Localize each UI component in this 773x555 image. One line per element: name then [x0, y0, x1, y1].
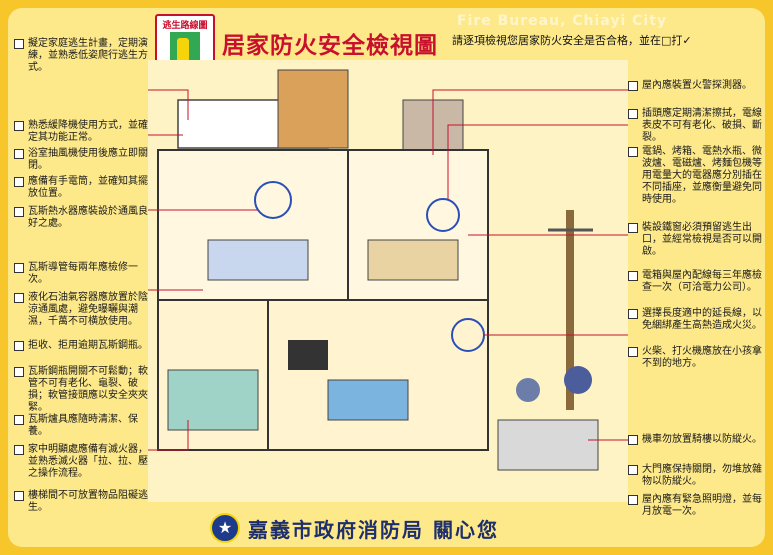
- checklist-item: 電箱與屋內配線每三年應檢查一次（可洽電力公司）。: [628, 270, 766, 294]
- checklist-item: 熟悉緩降機使用方式，並確定其功能正常。: [14, 120, 154, 144]
- utility-pole: [566, 210, 574, 410]
- leader-line: [432, 89, 628, 155]
- checklist-item: 裝設鐵窗必須預留逃生出口，並經常檢視是否可以開啟。: [628, 222, 766, 258]
- checklist-item-text: 電箱與屋內配線每三年應檢查一次（可洽電力公司）。: [642, 270, 762, 293]
- checklist-item-text: 樓梯間不可放置物品阻礙逃生。: [28, 490, 148, 513]
- checklist-item-text: 擬定家庭逃生計畫，定期演練，並熟悉低姿爬行逃生方式。: [28, 38, 148, 73]
- checklist-item: 擬定家庭逃生計畫，定期演練，並熟悉低姿爬行逃生方式。: [14, 38, 154, 74]
- checklist-item: 選擇長度適中的延長線，以免綑綁產生高熱造成火災。: [628, 308, 766, 332]
- checklist-item: 瓦斯熱水器應裝設於通風良好之處。: [14, 206, 154, 230]
- checklist-item: 樓梯間不可放置物品阻礙逃生。: [14, 490, 154, 514]
- checkbox[interactable]: [14, 445, 24, 455]
- checkbox[interactable]: [628, 309, 638, 319]
- leader-line: [148, 89, 189, 120]
- checkbox[interactable]: [14, 39, 24, 49]
- highlight-circle: [426, 198, 460, 232]
- checklist-item: 電鍋、烤箱、電熱水瓶、微波爐、電磁爐、烤麵包機等用電量大的電器應分別插在不同插座…: [628, 146, 766, 206]
- leader-line: [148, 420, 189, 451]
- firefighter: [564, 366, 592, 394]
- bathroom: [207, 239, 309, 281]
- checklist-item-text: 應備有手電筒，並確知其擺放位置。: [28, 176, 148, 199]
- checkbox[interactable]: [14, 121, 24, 131]
- checklist-item: 屋內應裝置火警探測器。: [628, 80, 766, 92]
- escape-route-sign-label: 逃生路線圖: [162, 21, 208, 31]
- checkbox[interactable]: [14, 293, 24, 303]
- highlight-circle: [254, 181, 292, 219]
- firefighter: [516, 378, 540, 402]
- television: [288, 340, 328, 370]
- checkbox[interactable]: [14, 207, 24, 217]
- checkbox[interactable]: [628, 347, 638, 357]
- checkbox[interactable]: [628, 223, 638, 233]
- checklist-item: 應備有手電筒，並確知其擺放位置。: [14, 176, 154, 200]
- sofa: [327, 379, 409, 421]
- checklist-item-text: 電鍋、烤箱、電熱水瓶、微波爐、電磁爐、烤麵包機等用電量大的電器應分別插在不同插座…: [642, 146, 762, 205]
- subtitle-text: 請逐項檢視您居家防火安全是否合格，並在□打✓: [452, 34, 692, 47]
- checklist-item: 家中明顯處應備有滅火器，並熟悉滅火器「拉、拉、壓」之操作流程。: [14, 444, 154, 480]
- checklist-item-text: 屋內應有緊急照明燈，並每月放電一次。: [642, 494, 762, 517]
- checkbox[interactable]: [14, 177, 24, 187]
- checklist-item-text: 拒收、拒用逾期瓦斯鋼瓶。: [28, 340, 148, 351]
- checkbox[interactable]: [14, 263, 24, 273]
- poster-title: 居家防火安全檢視圖: [222, 32, 438, 59]
- checkbox[interactable]: [628, 495, 638, 505]
- checklist-item: 浴室抽風機使用後應立即關閉。: [14, 148, 154, 172]
- fire-bureau-emblem-icon: ★: [210, 513, 240, 543]
- checklist-item-text: 插頭應定期清潔擦拭，電線表皮不可有老化、破損、斷裂。: [642, 108, 762, 143]
- checkbox[interactable]: [14, 367, 24, 377]
- checkbox[interactable]: [628, 147, 638, 157]
- checklist-item: 大門應保持關閉，勿堆放雜物以防縱火。: [628, 464, 766, 488]
- checkbox[interactable]: [14, 415, 24, 425]
- checklist-item-text: 浴室抽風機使用後應立即關閉。: [28, 148, 148, 171]
- checklist-item: 機車勿放置騎樓以防縱火。: [628, 434, 766, 446]
- checkbox[interactable]: [628, 465, 638, 475]
- checkbox[interactable]: [14, 491, 24, 501]
- checklist-item-text: 瓦斯熱水器應裝設於通風良好之處。: [28, 206, 148, 229]
- checklist-item-text: 機車勿放置騎樓以防縱火。: [642, 434, 762, 445]
- checklist-item-text: 瓦斯爐具應隨時清潔、保養。: [28, 414, 138, 437]
- checkbox[interactable]: [628, 271, 638, 281]
- checklist-item: 屋內應有緊急照明燈，並每月放電一次。: [628, 494, 766, 518]
- checklist-item: 插頭應定期清潔擦拭，電線表皮不可有老化、破損、斷裂。: [628, 108, 766, 144]
- checklist-item-text: 大門應保持關閉，勿堆放雜物以防縱火。: [642, 464, 762, 487]
- checkbox[interactable]: [628, 435, 638, 445]
- watermark: Fire Bureau, Chiayi City: [457, 13, 668, 29]
- checklist-item-text: 裝設鐵窗必須預留逃生出口，並經常檢視是否可以開啟。: [642, 222, 762, 257]
- checklist-item-text: 液化石油氣容器應放置於陰涼通風處，避免曝曬與潮濕，千萬不可横放使用。: [28, 292, 148, 327]
- leader-line: [447, 124, 628, 200]
- checklist-item-text: 瓦斯導管每兩年應檢修一次。: [28, 262, 138, 285]
- checklist-item: 瓦斯鋼瓶開關不可鬆動；軟管不可有老化、龜裂、破損；軟管接頭應以安全夾夾緊。: [14, 366, 154, 414]
- checklist-item-text: 選擇長度適中的延長線，以免綑綁產生高熱造成火災。: [642, 308, 762, 331]
- checklist-item-text: 瓦斯鋼瓶開關不可鬆動；軟管不可有老化、龜裂、破損；軟管接頭應以安全夾夾緊。: [28, 366, 148, 413]
- checklist-item: 拒收、拒用逾期瓦斯鋼瓶。: [14, 340, 154, 352]
- checkbox[interactable]: [14, 149, 24, 159]
- footer: ★ 嘉義市政府消防局 關心您: [200, 510, 600, 544]
- house-illustration: [148, 60, 628, 502]
- checklist-item: 瓦斯導管每兩年應檢修一次。: [14, 262, 154, 286]
- poster-subtitle: 請逐項檢視您居家防火安全是否合格，並在□打✓: [452, 32, 692, 48]
- scooters: [497, 419, 599, 471]
- bed: [367, 239, 459, 281]
- rooftop-room: [277, 69, 349, 149]
- kitchen-counter: [167, 369, 259, 431]
- star-icon: ★: [217, 518, 233, 537]
- checklist-item: 液化石油氣容器應放置於陰涼通風處，避免曝曬與潮濕，千萬不可横放使用。: [14, 292, 154, 328]
- checklist-item-text: 家中明顯處應備有滅火器，並熟悉滅火器「拉、拉、壓」之操作流程。: [28, 444, 153, 479]
- checkbox[interactable]: [14, 341, 24, 351]
- checklist-item: 火柴、打火機應放在小孩拿不到的地方。: [628, 346, 766, 370]
- checklist-item-text: 熟悉緩降機使用方式，並確定其功能正常。: [28, 120, 148, 143]
- checkbox[interactable]: [628, 81, 638, 91]
- running-figure-icon: [177, 38, 189, 64]
- checklist-item-text: 屋內應裝置火警探測器。: [642, 80, 752, 91]
- checklist-item: 瓦斯爐具應隨時清潔、保養。: [14, 414, 154, 438]
- checklist-item-text: 火柴、打火機應放在小孩拿不到的地方。: [642, 346, 762, 369]
- checkbox[interactable]: [628, 109, 638, 119]
- footer-text: 嘉義市政府消防局 關心您: [248, 518, 499, 542]
